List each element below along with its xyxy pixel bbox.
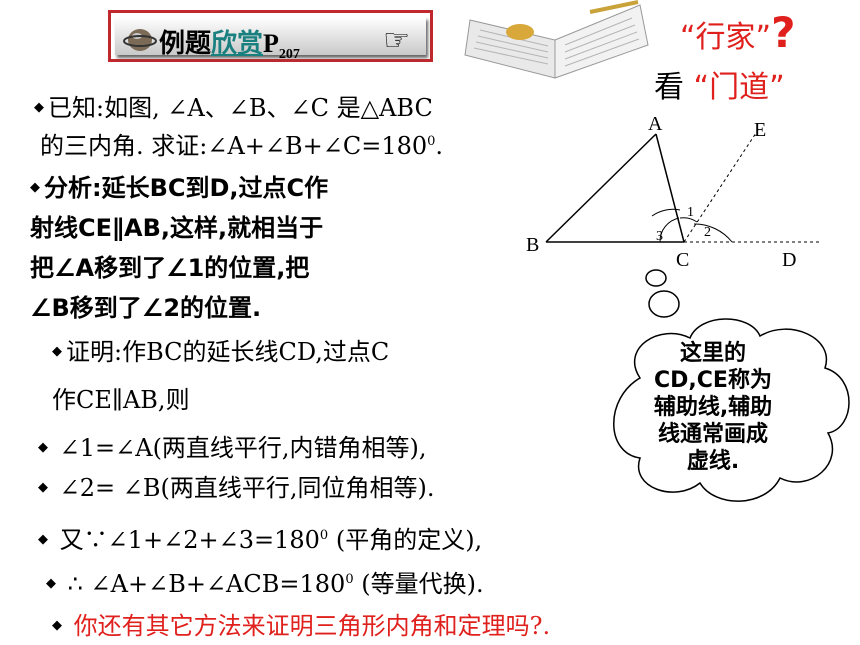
label-c: C [676,249,689,271]
side-ac [655,133,685,243]
open-book-image [464,0,649,79]
cloud-shape [613,318,850,502]
triangle-diagram: A E B C D 1 2 3 [526,113,820,271]
example-header-panel: 例题欣赏P207 ☞ [115,17,426,62]
proof-line-6: ◆ ∴ ∠A+∠B+∠ACB=1800 (等量代换). [46,570,484,598]
bullet-icon: ◆ [30,180,40,195]
label-d: D [782,249,796,271]
cloud-note-line-3: 辅助线,辅助 [653,395,773,420]
angle-3-arc [659,217,680,243]
proof-line-2: 作CE∥AB,则 [52,386,190,414]
cloud-note-line-2: CD,CE称为 [654,368,772,393]
cloud-note-line-4: 线通常画成 [657,422,768,447]
label-e: E [754,119,766,141]
pointing-hand-icon: ☞ [383,23,410,58]
label-angle-3: 3 [656,229,663,244]
thought-bubble-small [645,269,667,287]
side-ab [545,133,657,243]
bullet-icon: ◆ [38,532,48,547]
bullet-icon: ◆ [46,576,56,591]
analysis-line-1: ◆分析:延长BC到D,过点C作 [30,174,329,202]
expert-subheading: 看 “门道” [654,70,785,105]
label-b: B [526,234,539,256]
label-a: A [648,113,663,135]
globe-icon [123,29,157,51]
question-line: ◆ 你还有其它方法来证明三角形内角和定理吗?. [52,612,551,640]
known-line-2: 的三内角. 求证:∠A+∠B+∠C=1800. [40,132,444,160]
bullet-icon: ◆ [38,440,48,455]
bullet-icon: ◆ [38,480,48,495]
angle-1-arc [679,217,698,223]
proof-line-1: ◆证明:作BC的延长线CD,过点C [52,338,390,366]
bullet-icon: ◆ [34,100,44,115]
example-title: 例题欣赏P207 [159,29,300,63]
proof-line-4: ◆ ∠2= ∠B(两直线平行,同位角相等). [38,474,435,502]
cloud-note-line-5: 虚线. [686,449,740,474]
thought-bubble-medium [648,290,680,318]
analysis-line-2: 射线CE∥AB,这样,就相当于 [30,214,324,242]
label-angle-1: 1 [687,205,694,220]
cloud-note: 这里的 CD,CE称为 辅助线,辅助 线通常画成 虚线. [628,340,798,475]
example-header: 例题欣赏P207 ☞ [108,10,433,62]
angle-c-arc [651,208,681,217]
bullet-icon: ◆ [52,618,62,633]
analysis-line-4: ∠B移到了∠2的位置. [30,294,262,322]
angle-2-arc [693,223,733,243]
proof-line-5: ◆ 又∵∠1+∠2+∠3=1800 (平角的定义), [38,526,483,554]
bullet-icon: ◆ [52,344,62,359]
known-line-1: ◆已知:如图, ∠A、∠B、∠C 是△ABC [34,94,433,122]
thought-cloud [613,269,850,502]
proof-line-3: ◆ ∠1=∠A(两直线平行,内错角相等), [38,434,427,462]
analysis-line-3: 把∠A移到了∠1的位置,把 [30,254,310,282]
expert-heading: “行家”? [680,8,796,57]
label-angle-2: 2 [704,225,711,240]
ray-ce [683,129,759,243]
cloud-note-line-1: 这里的 [679,341,746,366]
